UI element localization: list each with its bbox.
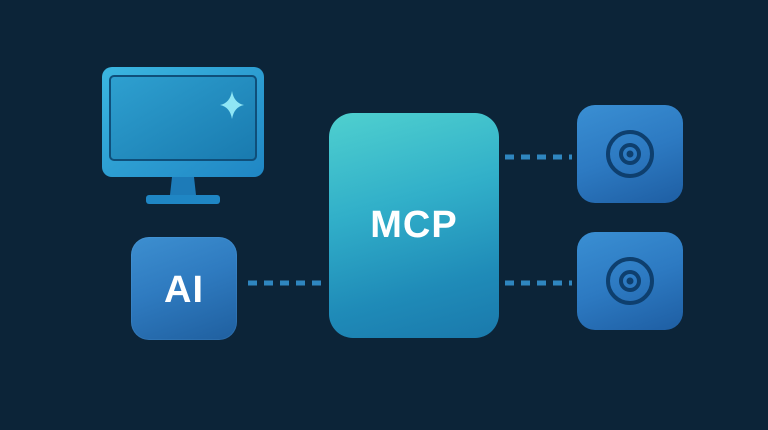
sparkle-icon xyxy=(220,91,244,119)
server-tile-bottom xyxy=(577,232,683,330)
disk-icon xyxy=(606,257,654,305)
monitor-icon xyxy=(102,67,264,208)
mcp-label: MCP xyxy=(370,204,458,246)
ai-label: AI xyxy=(164,269,204,311)
server-tile-top xyxy=(577,105,683,203)
ai-client-tile: AI xyxy=(131,237,237,340)
mcp-hub: MCP xyxy=(329,113,499,338)
disk-icon xyxy=(606,130,654,178)
